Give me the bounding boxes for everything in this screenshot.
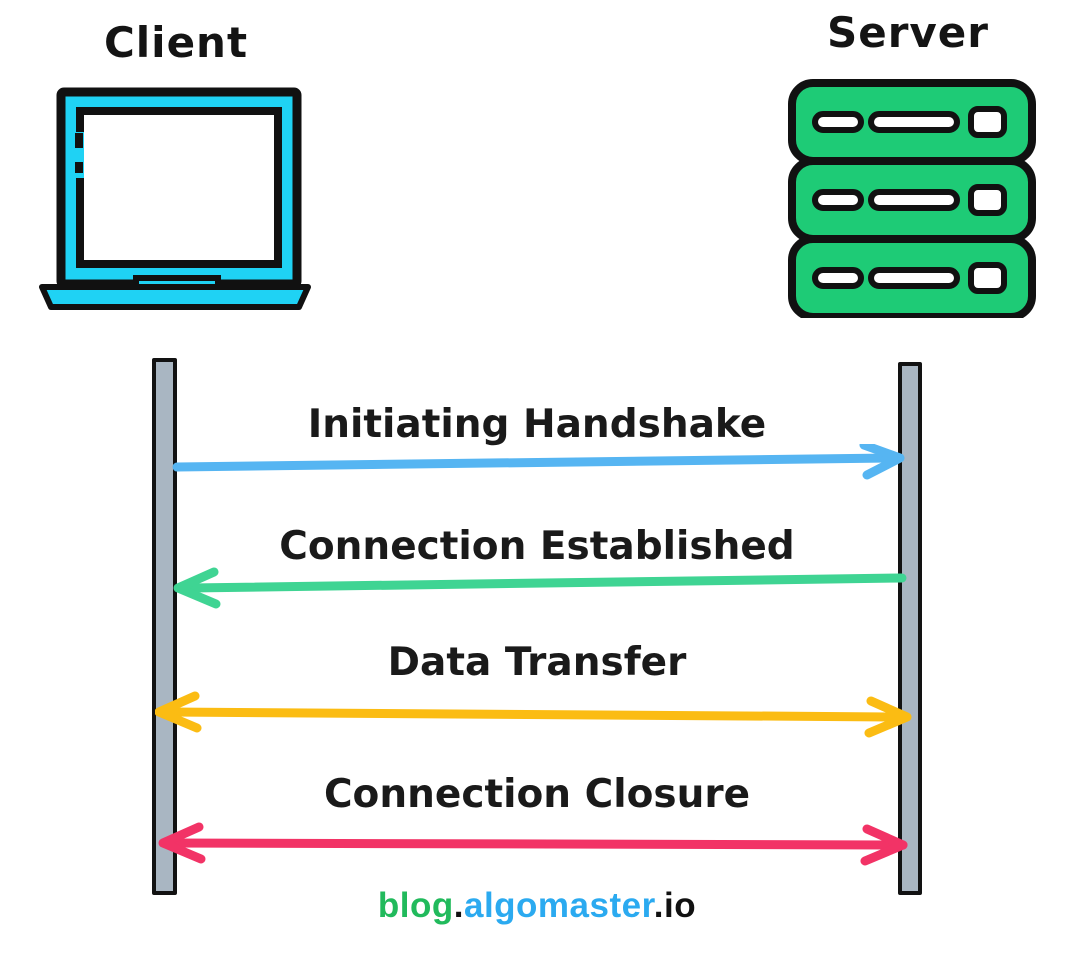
message-label-initiating-handshake: Initiating Handshake	[307, 402, 767, 447]
arrow-left-connection-established	[173, 567, 907, 609]
footer-part-dot-io: .io	[653, 886, 697, 925]
laptop-icon	[39, 87, 311, 310]
arrow-right-initiating-handshake	[172, 444, 905, 480]
footer-part-algomaster: algomaster	[463, 886, 654, 925]
footer-watermark: blog.algomaster.io	[237, 886, 837, 926]
server-stack-icon	[788, 79, 1036, 318]
arrow-both-connection-closure	[158, 822, 908, 866]
client-label: Client	[103, 18, 249, 67]
client-lifeline	[152, 358, 177, 895]
message-label-connection-closure: Connection Closure	[323, 772, 751, 817]
server-lifeline	[898, 362, 922, 895]
message-label-connection-established: Connection Established	[279, 524, 795, 569]
footer-part-blog: blog	[377, 886, 454, 925]
arrow-both-data-transfer	[155, 691, 912, 738]
message-label-data-transfer: Data Transfer	[387, 640, 687, 685]
footer-part-dot1: .	[453, 886, 464, 925]
server-label: Server	[826, 8, 990, 57]
